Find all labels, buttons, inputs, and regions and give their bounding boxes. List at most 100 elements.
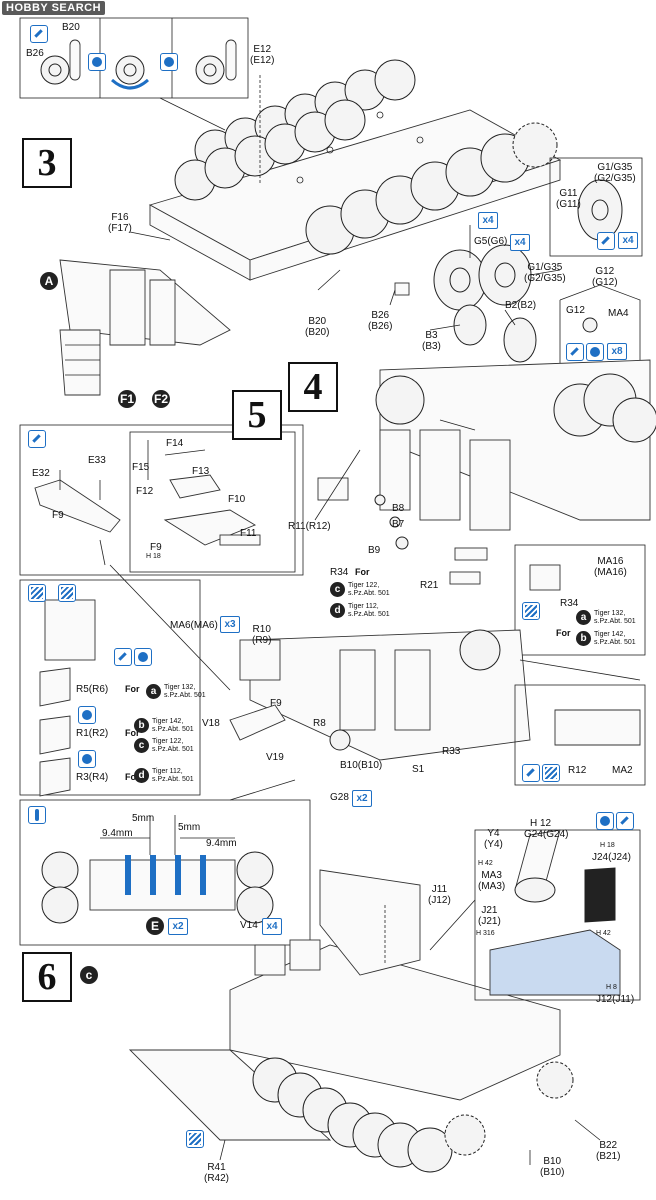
cement-icon	[522, 764, 540, 782]
label-g1-right: G1/G35 (G2/G35)	[524, 262, 566, 284]
label-g1-top: G1/G35 (G2/G35)	[594, 162, 636, 184]
step5-f9-inset	[19, 424, 304, 576]
cement-icon	[597, 232, 615, 250]
label-s1: S1	[412, 764, 425, 775]
variant-b-circle-r1: b	[134, 718, 149, 733]
r12-inset	[514, 684, 646, 786]
label-v14: V14	[240, 920, 258, 931]
f9-frame-left	[34, 470, 121, 566]
dimension-5mm-b: 5mm	[178, 822, 201, 833]
label-y4: Y4 (Y4)	[484, 828, 503, 850]
dimension-9-4mm-b: 9.4mm	[206, 838, 237, 849]
drilling-template-inset	[19, 799, 311, 946]
for-label-r34b: For	[556, 628, 571, 638]
label-r34b: R34	[560, 598, 579, 609]
option-choice-icon	[134, 648, 152, 666]
label-f9: F9	[52, 510, 64, 521]
label-g5: G5(G6)	[474, 236, 508, 247]
step3-box-f1	[59, 329, 101, 396]
label-r1: R1(R2)	[76, 728, 109, 739]
step5-variants-inset	[19, 579, 201, 796]
label-g24: G24(G24)	[524, 829, 569, 840]
label-b10b: B10 (B10)	[540, 1156, 565, 1178]
label-f9b: F9	[270, 698, 282, 709]
label-v18: V18	[202, 718, 220, 729]
label-b7: B7	[392, 519, 405, 530]
label-j12: J12(J11)	[596, 994, 635, 1005]
option-choice-icon	[78, 706, 96, 724]
label-b20: B20 (B20)	[305, 316, 330, 338]
option-choice-icon	[78, 750, 96, 768]
label-b22: B22 (B21)	[596, 1140, 621, 1162]
label-r11: R11(R12)	[288, 521, 331, 532]
step6-interior-detail	[489, 829, 621, 996]
label-r41: R41 (R42)	[204, 1162, 230, 1184]
for-label-r5: For	[125, 684, 140, 694]
count-x8-badge: x8	[607, 343, 627, 360]
label-j24: J24(J24)	[592, 852, 631, 863]
label-r10: R10 (R9)	[252, 624, 272, 646]
step6-road-wheels	[252, 1057, 574, 1173]
count-x2-g28-badge: x2	[352, 790, 372, 807]
option-choice-icon	[160, 53, 178, 71]
cement-icon	[616, 812, 634, 830]
label-r5: R5(R6)	[76, 684, 109, 695]
r-plate-options	[39, 599, 96, 797]
label-v19: V19	[266, 752, 284, 763]
color-code-j21: H 316	[476, 930, 495, 937]
label-b26-top: B26	[26, 48, 44, 59]
label-e32: E32	[32, 468, 50, 479]
dimension-5mm-a: 5mm	[132, 813, 155, 824]
label-ma3: MA3 (MA3)	[478, 870, 506, 892]
step3-detail-inset	[19, 17, 249, 99]
option-e-circle: E	[146, 917, 164, 935]
variant-r5-a: Tiger 132, s.Pz.Abt. 501	[164, 684, 206, 699]
variant-c-circle-r1: c	[134, 738, 149, 753]
color-code-f9: H 18	[146, 553, 161, 560]
label-r12: R12	[568, 765, 587, 776]
step3-road-wheels-far	[174, 59, 416, 201]
variant-d-circle: d	[330, 603, 345, 618]
idler-mount-detail-3	[195, 39, 237, 85]
variant-r3-d: Tiger 112, s.Pz.Abt. 501	[152, 768, 194, 783]
step6-option-c-circle: c	[80, 966, 98, 984]
label-r33: R33	[442, 746, 461, 757]
label-f9-inset: F9	[150, 542, 162, 553]
label-f14: F14	[166, 438, 184, 449]
label-b8: B8	[392, 503, 405, 514]
step-4-number: 4	[288, 362, 338, 412]
g12-inset	[559, 284, 641, 369]
label-g11: G11 (G11)	[556, 188, 581, 210]
hobby-search-watermark: HOBBY SEARCH	[2, 1, 106, 15]
label-f10: F10	[228, 494, 246, 505]
label-b9: B9	[368, 545, 381, 556]
label-f11: F11	[240, 528, 257, 539]
color-code-ma3: H 42	[478, 860, 493, 867]
label-r8: R8	[313, 718, 326, 729]
f9-subassembly	[147, 440, 261, 546]
r34-inset	[514, 544, 646, 656]
step-3-number: 3	[22, 138, 72, 188]
paint-icon	[522, 602, 540, 620]
label-r34: R34	[330, 567, 349, 578]
label-j11: J11 (J12)	[428, 884, 451, 906]
f9-subassembly-inset	[129, 431, 296, 573]
step-5-number: 5	[232, 390, 282, 440]
option-choice-icon	[596, 812, 614, 830]
cement-icon	[28, 430, 46, 448]
label-e12: E12 (E12)	[250, 44, 275, 66]
option-a-circle: A	[40, 272, 58, 290]
option-choice-icon	[586, 343, 604, 361]
idler-mount-detail-1	[40, 39, 81, 85]
option-choice-icon	[88, 53, 106, 71]
label-ma6: MA6(MA6)	[170, 620, 218, 631]
variant-r34-d: Tiger 112, s.Pz.Abt. 501	[348, 603, 390, 618]
paint-icon	[58, 584, 76, 602]
step-6-number: 6	[22, 952, 72, 1002]
label-b3: B3 (B3)	[422, 330, 441, 352]
color-code-j12b: H 8	[606, 984, 617, 991]
label-j21: J21 (J21)	[478, 905, 501, 927]
count-x3-badge: x3	[220, 616, 240, 633]
